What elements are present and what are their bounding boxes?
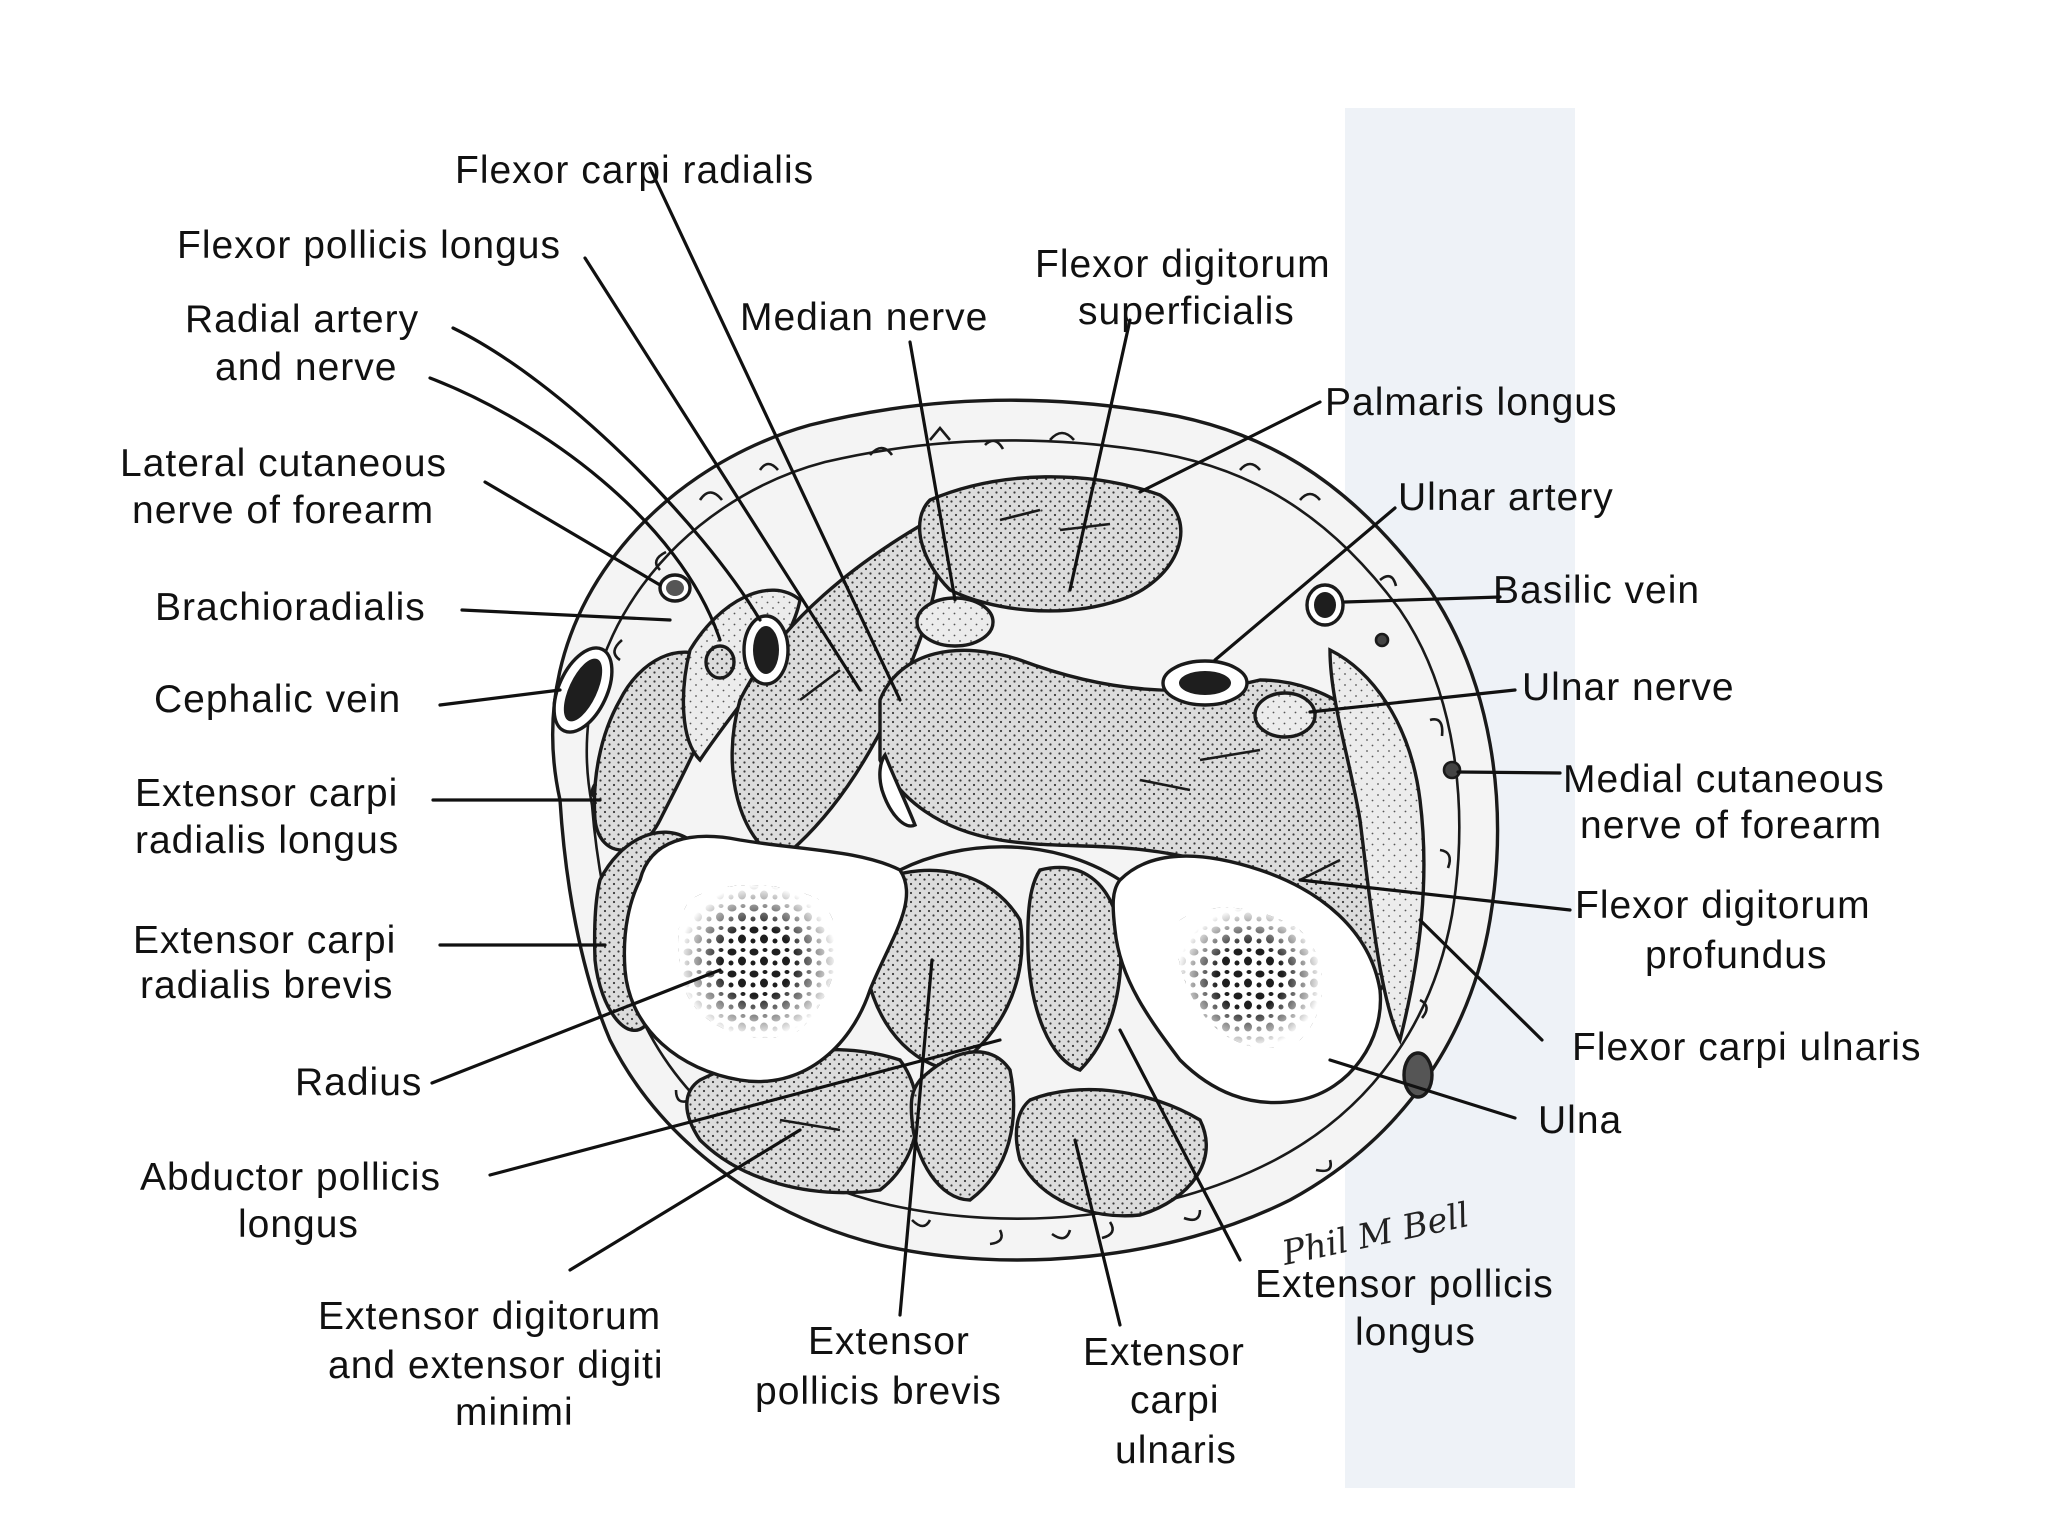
label-radial-artery-1: Radial artery — [185, 298, 419, 341]
label-ecu-2: carpi — [1130, 1379, 1220, 1422]
label-ecrb-1: Extensor carpi — [133, 919, 396, 962]
label-lateral-cutaneous-2: nerve of forearm — [132, 489, 434, 532]
interosseous-membrane — [899, 845, 1121, 882]
label-ulnar-nerve: Ulnar nerve — [1522, 666, 1735, 709]
label-median-nerve: Median nerve — [740, 296, 988, 339]
extensor-pollicis-brevis-muscle — [909, 1050, 1016, 1202]
flexor-digitorum-superficialis-muscle — [917, 475, 1183, 613]
label-palmaris-longus: Palmaris longus — [1325, 381, 1617, 424]
label-flexor-pollicis-longus: Flexor pollicis longus — [177, 224, 561, 267]
label-fds-1: Flexor digitorum — [1035, 243, 1331, 286]
label-lateral-cutaneous-1: Lateral cutaneous — [120, 442, 447, 485]
label-apl-2: longus — [238, 1203, 359, 1246]
label-basilic-vein: Basilic vein — [1493, 569, 1700, 612]
label-ecrl-1: Extensor carpi — [135, 772, 398, 815]
label-medial-cutaneous-2: nerve of forearm — [1580, 804, 1882, 847]
label-ecrb-2: radialis brevis — [140, 964, 393, 1007]
radius-bone — [622, 834, 909, 1084]
labels: Flexor carpi radialis Flexor pollicis lo… — [120, 149, 1921, 1472]
label-fdp-2: profundus — [1645, 934, 1827, 977]
label-medial-cutaneous-1: Medial cutaneous — [1563, 758, 1885, 801]
label-epb-1: Extensor — [808, 1320, 970, 1363]
label-edm-2: and extensor digiti — [328, 1344, 664, 1387]
label-epl-1: Extensor pollicis — [1255, 1263, 1554, 1306]
ulna-bone — [1111, 854, 1383, 1105]
vessels-and-nerves — [552, 573, 1462, 1099]
extensor-pollicis-longus-muscle — [1026, 865, 1123, 1072]
label-epl-2: longus — [1355, 1311, 1476, 1354]
muscle-compartments — [592, 475, 1426, 1218]
label-ecrl-2: radialis longus — [135, 819, 399, 862]
label-ulna: Ulna — [1538, 1099, 1622, 1142]
label-ulnar-artery: Ulnar artery — [1398, 476, 1614, 519]
label-radius: Radius — [295, 1061, 422, 1104]
flexor-carpi-ulnaris-muscle — [1328, 647, 1426, 1045]
radial-nerve-vessel — [704, 644, 736, 680]
label-ecu-1: Extensor — [1083, 1331, 1245, 1374]
extensor-carpi-ulnaris-muscle — [1014, 1087, 1208, 1218]
label-edm-3: minimi — [455, 1391, 574, 1434]
label-ecu-3: ulnaris — [1115, 1429, 1237, 1472]
median-nerve-structure — [915, 596, 995, 648]
ulnar-nerve-structure — [1253, 691, 1317, 739]
label-fds-2: superficialis — [1078, 290, 1295, 333]
label-flexor-carpi-radialis: Flexor carpi radialis — [455, 149, 814, 192]
label-epb-2: pollicis brevis — [755, 1370, 1002, 1413]
label-fdp-1: Flexor digitorum — [1575, 884, 1871, 927]
label-cephalic-vein: Cephalic vein — [154, 678, 401, 721]
label-radial-artery-2: and nerve — [215, 346, 397, 389]
medial-cutaneous-nerve-structure — [1442, 760, 1462, 780]
label-flexor-carpi-ulnaris: Flexor carpi ulnaris — [1572, 1026, 1921, 1069]
label-brachioradialis: Brachioradialis — [155, 586, 426, 629]
leader-lines — [428, 166, 1572, 1327]
label-apl-1: Abductor pollicis — [140, 1156, 441, 1199]
label-edm-1: Extensor digitorum — [318, 1295, 661, 1338]
